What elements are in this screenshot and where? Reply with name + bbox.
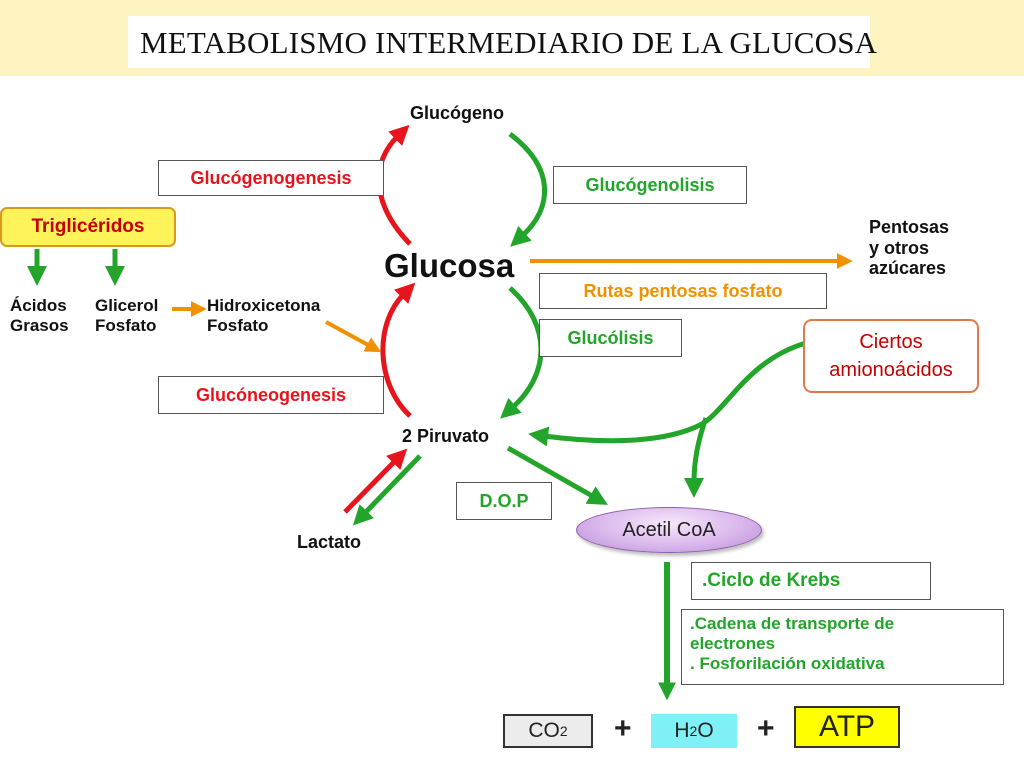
- product-h2o-h: H: [674, 719, 690, 742]
- product-atp: ATP: [794, 706, 900, 748]
- pentosas-line-3: azúcares: [869, 258, 947, 279]
- pentosas-line-1: Pentosas: [869, 217, 950, 237]
- arrow-aminoacidos-to-acetil: [684, 417, 709, 498]
- page-title: METABOLISMO INTERMEDIARIO DE LA GLUCOSA: [140, 25, 878, 60]
- node-glucosa: Glucosa: [384, 247, 515, 284]
- product-h2o-subscript: 2: [689, 723, 698, 739]
- process-dop-label: D.O.P: [479, 490, 529, 511]
- node-trigliceridos: Triglicéridos: [0, 207, 176, 247]
- process-krebs: .Ciclo de Krebs: [691, 562, 931, 600]
- electron-chain-line-2: electrones: [690, 634, 776, 653]
- arrow-piruvato-to-lactato: [352, 454, 422, 526]
- arrow-piruvato-to-acetil: [506, 445, 608, 505]
- title-box: METABOLISMO INTERMEDIARIO DE LA GLUCOSA: [128, 16, 877, 68]
- process-glucogenogenesis-label: Glucógenogenesis: [190, 167, 352, 188]
- arrow-glucolisis: [500, 286, 544, 419]
- product-co2-subscript: 2: [559, 723, 568, 739]
- arrow-gluconeogenesis: [380, 282, 416, 418]
- arrow-glucogenolisis: [508, 132, 547, 247]
- process-krebs-label: .Ciclo de Krebs: [702, 570, 841, 591]
- process-glucolisis-label: Glucólisis: [567, 327, 654, 348]
- node-glucogeno: Glucógeno: [410, 103, 504, 123]
- arrow-hidroxicetona-to-glucosa: [325, 320, 382, 353]
- process-glucogenolisis-label: Glucógenolisis: [585, 174, 715, 195]
- node-trigliceridos-label: Triglicéridos: [31, 216, 145, 237]
- node-aminoacidos: Ciertos amionoácidos: [803, 319, 979, 393]
- process-pentose-route-label: Rutas pentosas fosfato: [583, 280, 783, 301]
- node-pentosas: Pentosas y otros azúcares: [869, 217, 949, 279]
- product-h2o-o: O: [697, 719, 714, 742]
- process-dop: D.O.P: [456, 482, 552, 520]
- node-acetil-coa: Acetil CoA: [576, 507, 762, 553]
- aminoacidos-line-1: Ciertos: [859, 331, 923, 353]
- arrow-aminoacidos-to-piruvato: [528, 340, 807, 447]
- process-glucogenolisis: Glucógenolisis: [553, 166, 747, 204]
- process-pentose-route: Rutas pentosas fosfato: [539, 273, 827, 309]
- node-glicerol-fosfato: Glicerol Fosfato: [95, 296, 158, 335]
- arrow-lactato-to-piruvato: [343, 448, 408, 514]
- node-piruvato: 2 Piruvato: [402, 426, 490, 446]
- node-hidroxicetona-fosfato: Hidroxicetona Fosfato: [207, 296, 320, 335]
- acidos-grasos-line-2: Grasos: [10, 315, 69, 335]
- process-electron-chain: .Cadena de transporte de electrones . Fo…: [681, 609, 1004, 685]
- process-glucolisis: Glucólisis: [539, 319, 682, 357]
- glicerol-fosfato-line-2: Fosfato: [95, 315, 157, 335]
- electron-chain-line-3: . Fosforilación oxidativa: [690, 654, 885, 673]
- node-acidos-grasos: Ácidos Grasos: [10, 296, 69, 335]
- glicerol-fosfato-line-1: Glicerol: [95, 296, 159, 315]
- node-lactato: Lactato: [297, 532, 362, 552]
- plus-sign-2: +: [757, 712, 775, 745]
- pentosas-line-2: y otros: [869, 237, 930, 258]
- electron-chain-line-1: .Cadena de transporte de: [690, 614, 895, 633]
- product-co2-label: CO: [528, 719, 560, 742]
- product-atp-label: ATP: [818, 710, 876, 743]
- process-gluconeogenesis-label: Glucóneogenesis: [195, 384, 347, 405]
- process-glucogenogenesis: Glucógenogenesis: [158, 160, 384, 196]
- acidos-grasos-line-1: Ácidos: [10, 296, 67, 315]
- hidroxicetona-fosfato-line-1: Hidroxicetona: [207, 296, 321, 315]
- hidroxicetona-fosfato-line-2: Fosfato: [207, 315, 269, 335]
- node-acetil-coa-label: Acetil CoA: [622, 518, 716, 541]
- aminoacidos-line-2: amionoácidos: [829, 359, 953, 381]
- plus-sign-1: +: [614, 712, 632, 745]
- process-gluconeogenesis: Glucóneogenesis: [158, 376, 384, 414]
